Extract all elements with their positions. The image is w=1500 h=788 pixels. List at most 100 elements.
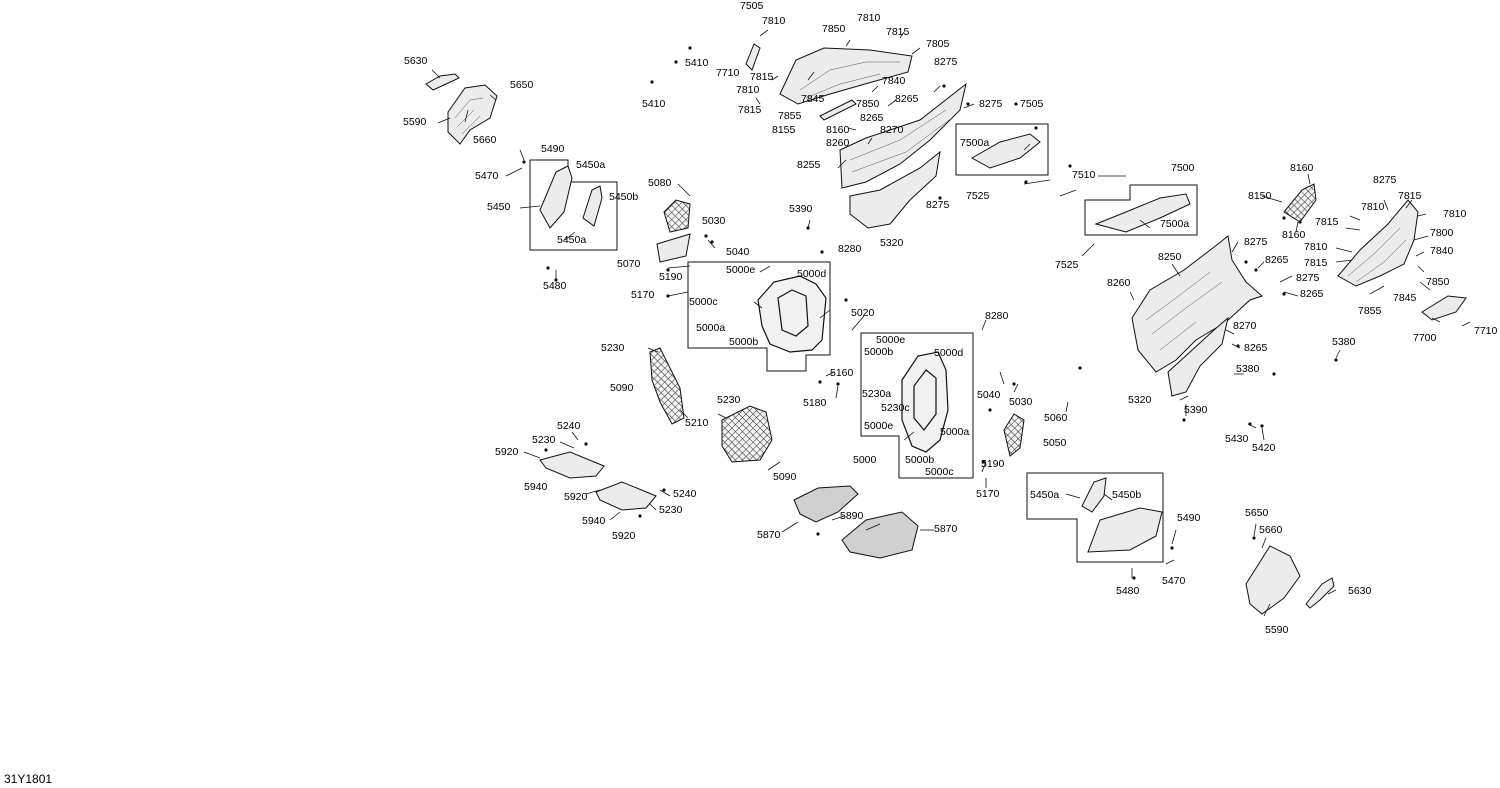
callout-label: 7810 [736, 84, 760, 96]
callout-label: 5410 [642, 98, 666, 110]
part-5230-mesh-center [721, 405, 773, 463]
fastener-dots [522, 46, 1338, 580]
part-8150-mesh [1283, 183, 1317, 223]
callout-label: 5090 [610, 382, 634, 394]
callout-label: 5450a [576, 159, 606, 171]
callout-label: 8265 [1300, 288, 1324, 300]
callout-label: 8270 [880, 124, 904, 136]
callout-label: 5920 [564, 491, 588, 503]
callout-label: 5940 [524, 481, 548, 493]
callout-label: 5590 [403, 116, 427, 128]
callout-label: 5000d [934, 347, 964, 359]
part-5590-left [447, 84, 498, 145]
callout-label: 5000c [925, 466, 954, 478]
callout-label: 5060 [1044, 412, 1068, 424]
callout-label: 5090 [773, 471, 797, 483]
part-5450-right-a [1081, 477, 1107, 513]
callout-label: 8260 [826, 137, 850, 149]
part-5050 [1003, 413, 1025, 457]
callout-label: 5000b [864, 346, 894, 358]
part-7805-detail [799, 61, 900, 99]
group-box-5450-right [1026, 472, 1164, 563]
callout-label: 5590 [1265, 624, 1289, 636]
callout-label: 5660 [473, 134, 497, 146]
part-5870-left [793, 485, 859, 523]
part-5630-right [1305, 577, 1335, 609]
callout-label: 5210 [685, 417, 709, 429]
group-box-5000-upper [687, 261, 831, 372]
callout-label: 8265 [895, 93, 919, 105]
part-5870-right [841, 511, 919, 559]
callout-label: 7505 [1020, 98, 1044, 110]
callout-label: 8155 [772, 124, 796, 136]
callout-label: 5040 [977, 389, 1001, 401]
group-box-7500 [1084, 184, 1198, 236]
callout-label: 7815 [1304, 257, 1328, 269]
part-8250 [1131, 235, 1263, 373]
callout-label: 5190 [981, 458, 1005, 470]
callout-label: 5000c [689, 296, 718, 308]
callout-label: 7500 [1171, 162, 1195, 174]
callout-label: 7500a [1160, 218, 1190, 230]
part-5080-mesh [663, 199, 691, 233]
callout-label: 7510 [1072, 169, 1096, 181]
part-5320-right [1167, 316, 1229, 397]
callout-label: 8265 [1265, 254, 1289, 266]
callout-label: 5660 [1259, 524, 1283, 536]
group-box-5450-left [529, 159, 618, 251]
callout-label: 5870 [757, 529, 781, 541]
part-7505-left [745, 43, 761, 71]
callout-label: 5920 [495, 446, 519, 458]
callout-label: 7850 [856, 98, 880, 110]
callout-label: 7805 [926, 38, 950, 50]
callout-label: 7810 [1361, 201, 1385, 213]
part-8255-detail [849, 109, 953, 173]
callout-label: 5230 [659, 504, 683, 516]
part-5630-left [425, 73, 460, 91]
callout-label: 7525 [1055, 259, 1079, 271]
callout-label: 5650 [510, 79, 534, 91]
callout-label: 5470 [1162, 575, 1186, 587]
callout-label: 5170 [631, 289, 655, 301]
callout-label: 5650 [1245, 507, 1269, 519]
callout-label: 5230 [717, 394, 741, 406]
callout-label: 5390 [1184, 404, 1208, 416]
callout-label: 8255 [797, 159, 821, 171]
callout-label: 5230 [601, 342, 625, 354]
callout-label: 5380 [1332, 336, 1356, 348]
callout-label: 5230a [862, 388, 892, 400]
callout-label: 5000a [696, 322, 726, 334]
callout-label: 5000b [729, 336, 759, 348]
figure-id: 31Y1801 [4, 772, 53, 786]
callout-label: 5000d [797, 268, 827, 280]
callout-label: 5390 [789, 203, 813, 215]
callout-label: 5450a [557, 234, 587, 246]
callout-label: 5490 [1177, 512, 1201, 524]
callout-label: 5000e [726, 264, 756, 276]
callout-label: 5320 [1128, 394, 1152, 406]
callout-label: 7850 [1426, 276, 1450, 288]
callout-label: 8150 [1248, 190, 1272, 202]
callout-label: 5000b [905, 454, 935, 466]
part-8250-detail [1145, 271, 1223, 351]
callout-label: 7815 [1315, 216, 1339, 228]
part-7500 [1094, 193, 1191, 233]
part-5000-lower-frame [901, 351, 949, 453]
callout-label: 5450 [487, 201, 511, 213]
callout-label: 5160 [830, 367, 854, 379]
callout-label: 5030 [1009, 396, 1033, 408]
callout-label: 5480 [1116, 585, 1140, 597]
callout-label: 5480 [543, 280, 567, 292]
part-7800 [1337, 199, 1419, 287]
callout-label: 5630 [1348, 585, 1372, 597]
callout-label: 7845 [1393, 292, 1417, 304]
callout-label: 8265 [860, 112, 884, 124]
callout-label: 5870 [934, 523, 958, 535]
part-7505-right [970, 133, 1041, 169]
callout-label: 7810 [1304, 241, 1328, 253]
callout-label: 8250 [1158, 251, 1182, 263]
callout-label: 5320 [880, 237, 904, 249]
callout-label: 5490 [541, 143, 565, 155]
callout-label: 5030 [702, 215, 726, 227]
group-box-5000-lower [860, 332, 974, 479]
